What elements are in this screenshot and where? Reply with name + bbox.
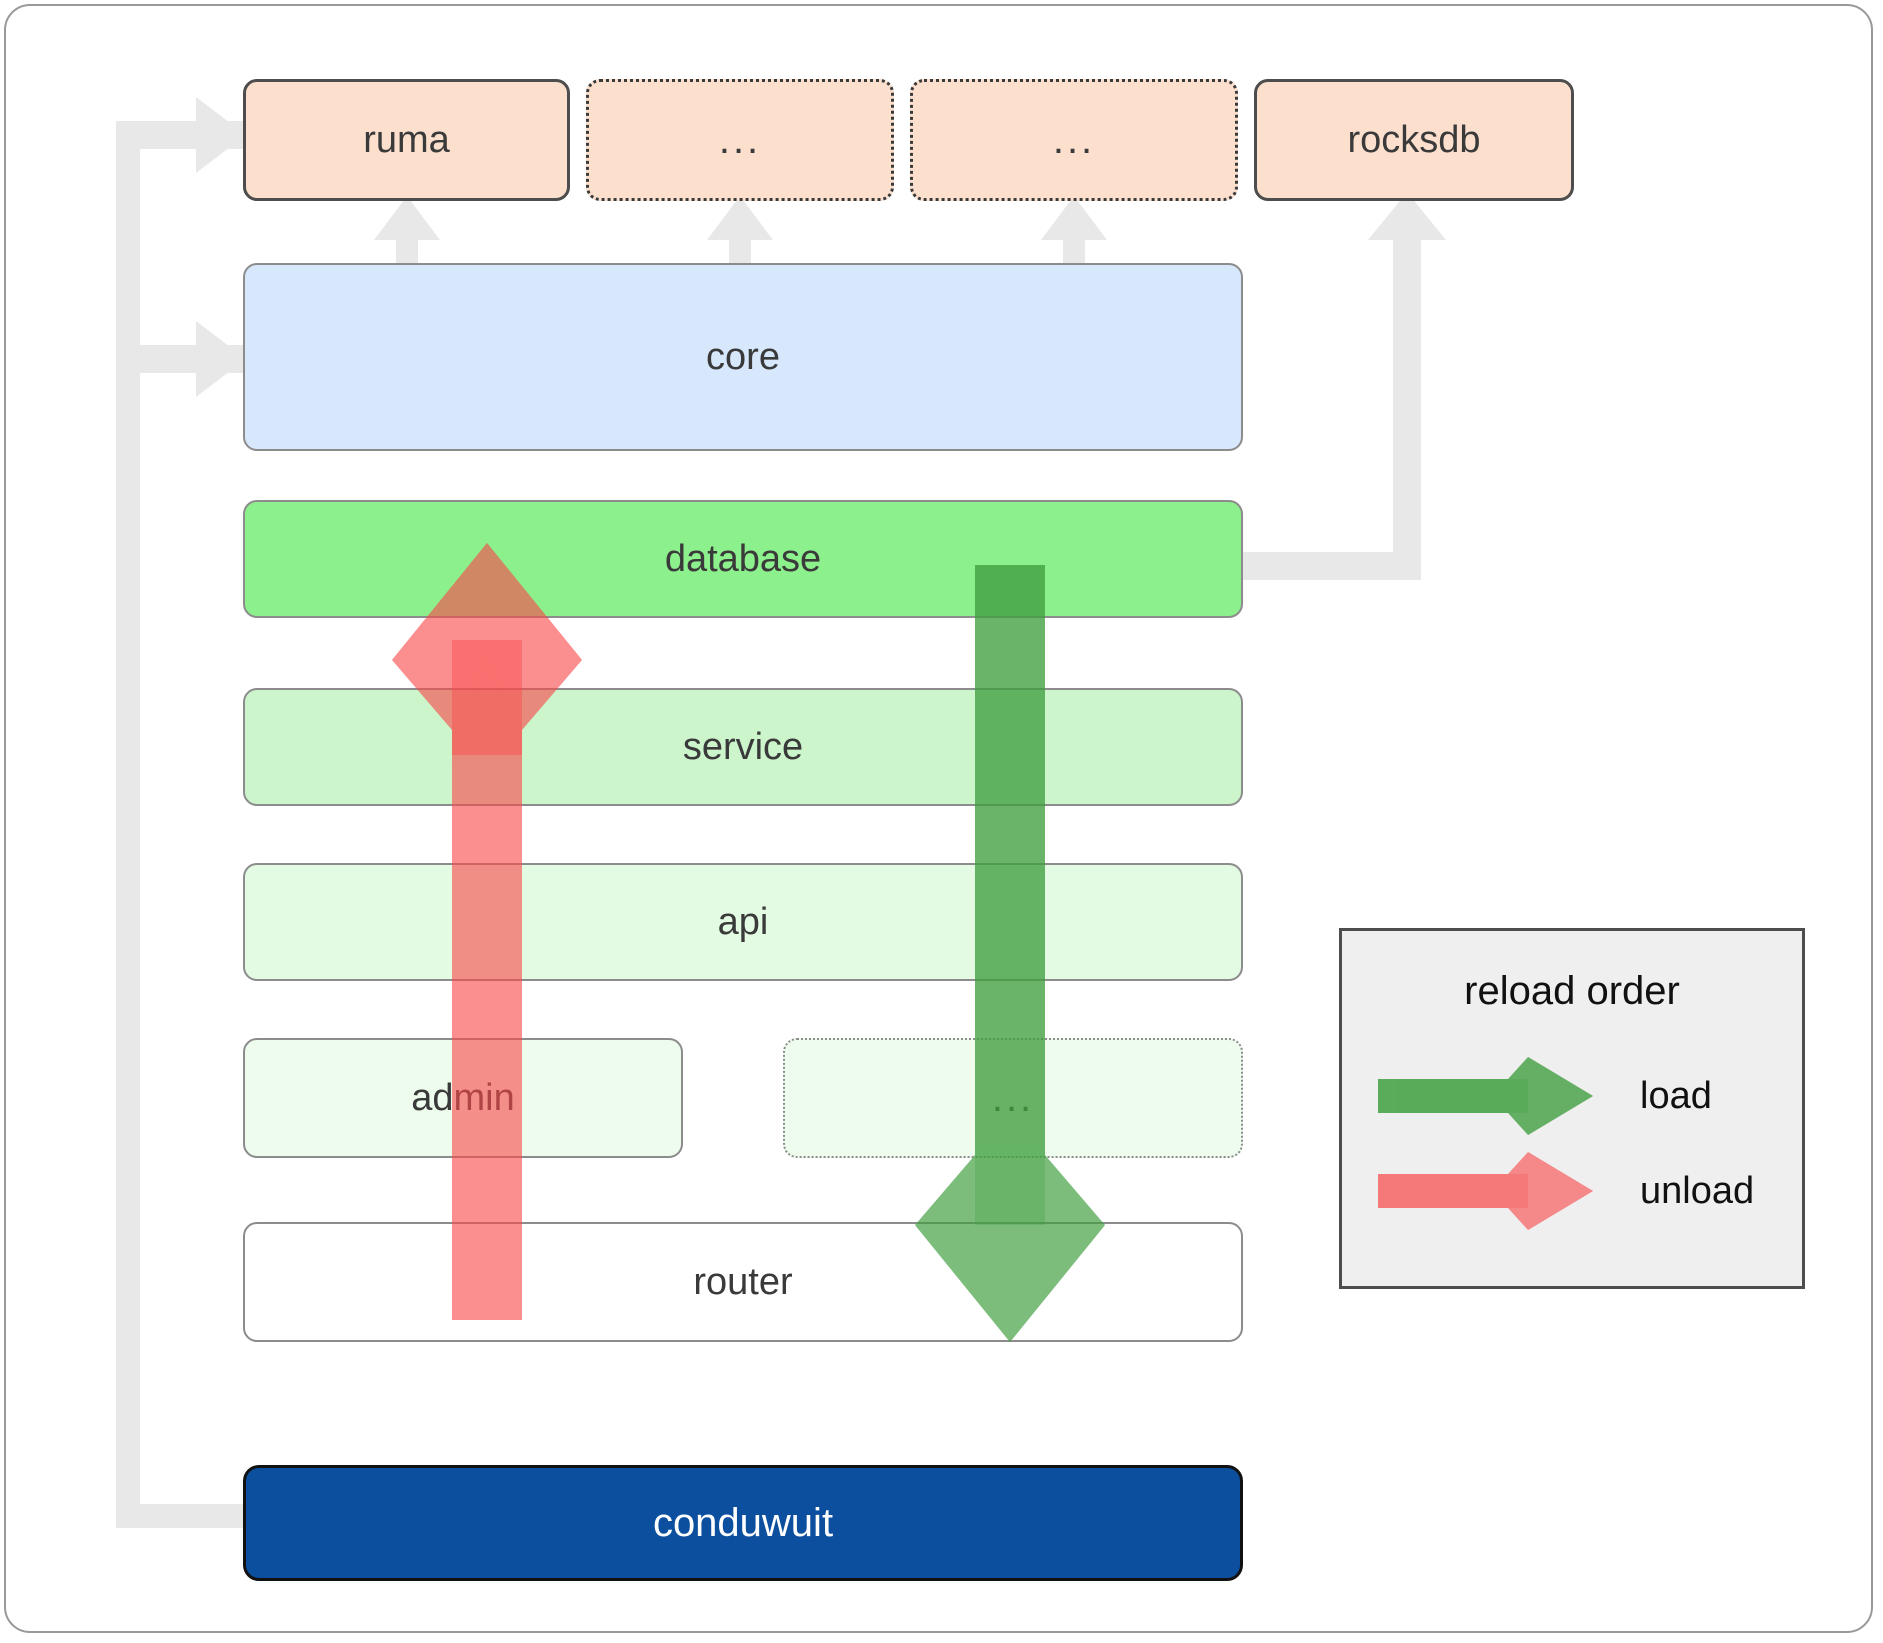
load-arrow-down — [915, 565, 1105, 1342]
unload-arrow-overlap — [452, 640, 522, 755]
root-box-conduwuit[interactable]: conduwuit — [243, 1465, 1243, 1581]
layer-box-api[interactable]: api — [243, 863, 1243, 981]
legend-label-load: load — [1640, 1074, 1712, 1117]
unload-arrow-up — [392, 543, 582, 1320]
load-arrow-overlap — [975, 565, 1045, 1225]
dependency-box-more-2[interactable]: ... — [910, 79, 1238, 201]
legend-row-unload: unload — [1378, 1146, 1778, 1236]
diagram-frame — [4, 4, 1873, 1633]
unload-arrow-icon — [1378, 1152, 1593, 1230]
layer-box-core[interactable]: core — [243, 263, 1243, 451]
legend-panel: reload order load unload — [1339, 928, 1805, 1289]
dependency-box-ruma[interactable]: ruma — [243, 79, 570, 201]
legend-title: reload order — [1464, 969, 1680, 1013]
legend-row-load: load — [1378, 1051, 1778, 1141]
legend-label-unload: unload — [1640, 1169, 1755, 1212]
load-arrow-icon — [1378, 1057, 1593, 1135]
